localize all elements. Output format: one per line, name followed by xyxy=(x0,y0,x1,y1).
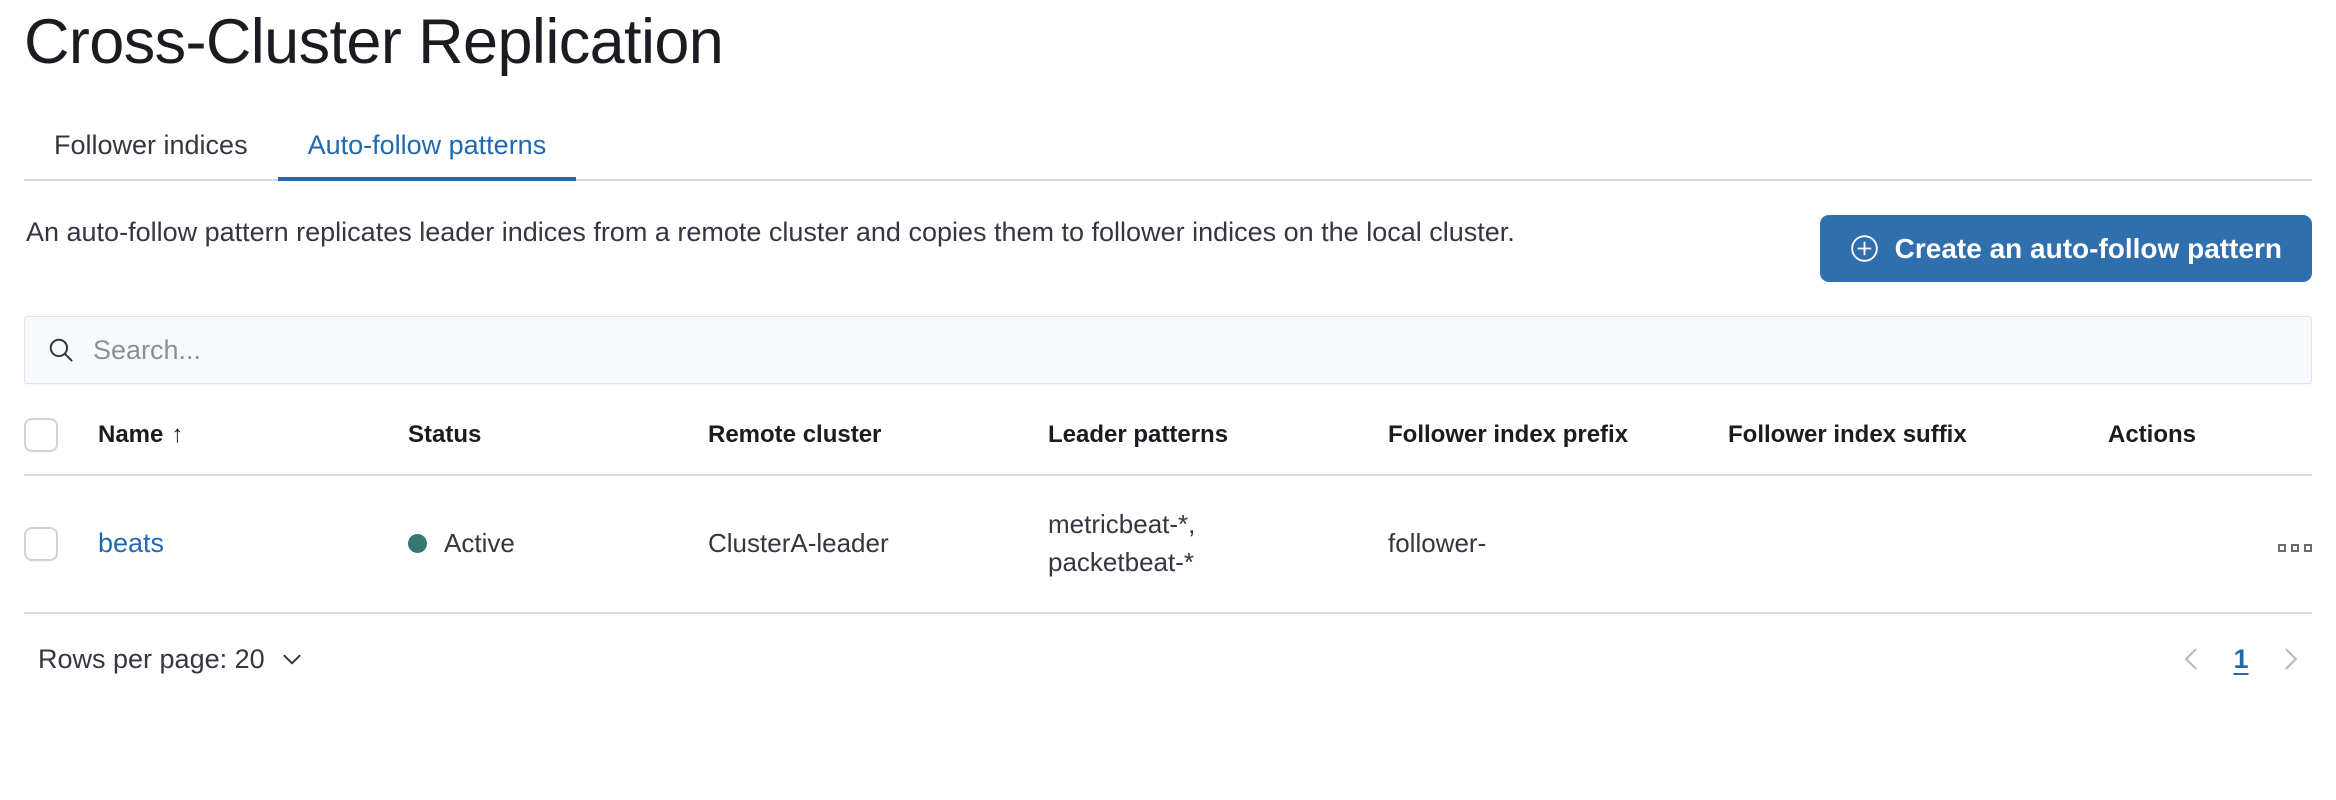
plus-in-circle-icon xyxy=(1850,234,1879,263)
status-dot-icon xyxy=(408,534,427,554)
row-status-cell: Active xyxy=(408,475,708,614)
rows-per-page-label: Rows per page: 20 xyxy=(38,643,265,674)
tab-auto-follow-patterns[interactable]: Auto-follow patterns xyxy=(277,132,577,182)
row-checkbox[interactable] xyxy=(24,526,58,561)
column-header-follower-index-prefix[interactable]: Follower index prefix xyxy=(1388,418,1728,477)
create-auto-follow-pattern-button[interactable]: Create an auto-follow pattern xyxy=(1819,215,2312,283)
row-follower-index-suffix-cell xyxy=(1728,475,2108,614)
pattern-name-link[interactable]: beats xyxy=(98,528,165,559)
page-title: Cross-Cluster Replication xyxy=(24,7,724,77)
rows-per-page-selector[interactable]: Rows per page: 20 xyxy=(38,644,305,675)
chevron-right-icon[interactable] xyxy=(2276,645,2304,673)
column-header-remote-cluster[interactable]: Remote cluster xyxy=(708,418,1048,477)
column-header-leader-patterns[interactable]: Leader patterns xyxy=(1048,418,1388,477)
column-header-name[interactable]: Name↑ xyxy=(98,418,408,477)
search-icon xyxy=(47,336,75,364)
sort-ascending-icon: ↑ xyxy=(171,421,184,449)
auto-follow-patterns-table: Name↑ Status Remote cluster Leader patte… xyxy=(24,418,2312,614)
pagination: 1 xyxy=(2178,644,2304,675)
status-badge: Active xyxy=(444,528,515,559)
select-all-checkbox[interactable] xyxy=(24,418,58,453)
more-actions-icon[interactable] xyxy=(2278,544,2312,553)
intro-description: An auto-follow pattern replicates leader… xyxy=(26,217,1515,248)
column-header-actions: Actions xyxy=(2108,418,2312,477)
row-select-cell xyxy=(24,475,98,614)
search-input[interactable] xyxy=(93,334,2289,366)
row-actions-cell xyxy=(2108,475,2312,614)
row-leader-patterns-cell: metricbeat-*, packetbeat-* xyxy=(1048,475,1388,614)
table-footer: Rows per page: 20 1 xyxy=(24,644,2312,675)
column-header-status[interactable]: Status xyxy=(408,418,708,477)
intro-section: An auto-follow pattern replicates leader… xyxy=(24,213,2312,283)
row-follower-index-prefix-cell: follower- xyxy=(1388,475,1728,614)
create-button-label: Create an auto-follow pattern xyxy=(1894,232,2282,264)
tab-bar-rule xyxy=(24,179,2312,182)
table-row: beats Active ClusterA-leader metricbeat-… xyxy=(24,475,2312,614)
row-name-cell: beats xyxy=(98,475,408,614)
column-header-name-label: Name xyxy=(98,421,164,449)
search-bar[interactable] xyxy=(24,316,2312,385)
row-remote-cluster-cell: ClusterA-leader xyxy=(708,475,1048,614)
table-header-row: Name↑ Status Remote cluster Leader patte… xyxy=(24,418,2312,477)
chevron-left-icon[interactable] xyxy=(2178,645,2206,673)
pagination-page-1[interactable]: 1 xyxy=(2233,643,2249,674)
tab-follower-indices[interactable]: Follower indices xyxy=(24,132,278,181)
tab-bar: Follower indices Auto-follow patterns xyxy=(24,119,2312,182)
select-all-header xyxy=(24,418,98,477)
chevron-down-icon xyxy=(279,646,305,672)
column-header-follower-index-suffix[interactable]: Follower index suffix xyxy=(1728,418,2108,477)
